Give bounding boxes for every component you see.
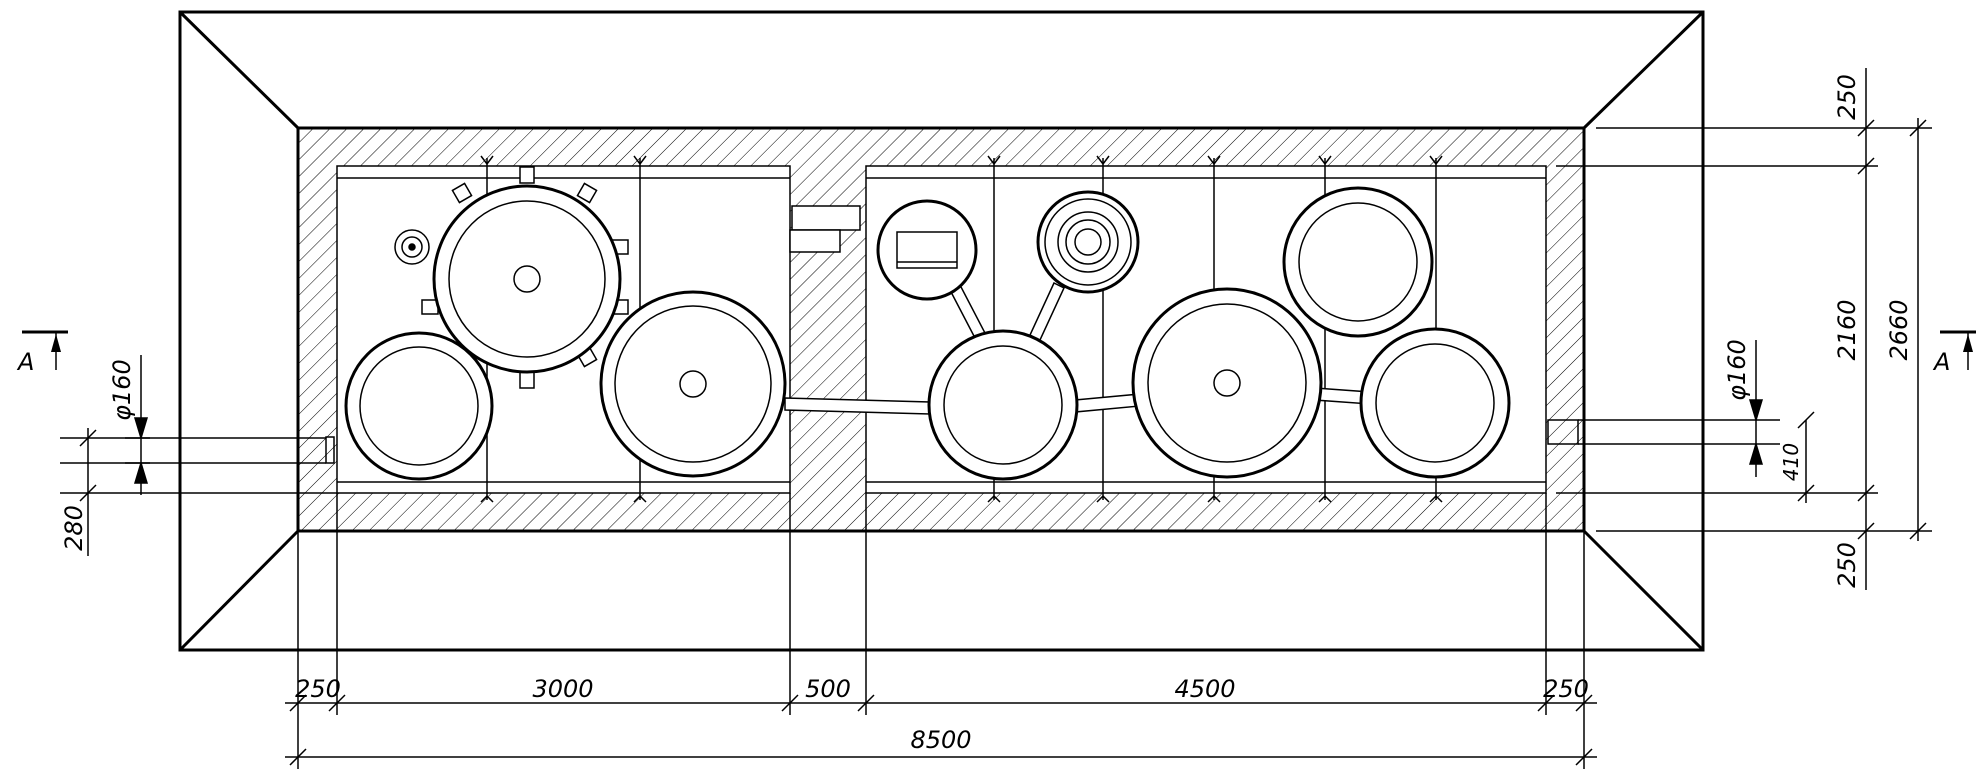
dim-overall-height: 2660 <box>1885 299 1913 360</box>
section-mark-left: A <box>16 330 68 376</box>
tank-lower-left <box>344 331 494 481</box>
left-dimensions <box>60 355 337 556</box>
pit-outline <box>178 10 1705 652</box>
rotating-tank <box>421 166 629 389</box>
bottom-dimension-texts: 250 3000 500 4500 250 8500 <box>295 675 1589 754</box>
small-device <box>394 229 430 265</box>
left-dimension-texts: φ160 280 <box>60 359 136 551</box>
section-label-right: A <box>1932 348 1950 376</box>
dim-chamber-right: 4500 <box>1174 675 1235 703</box>
dim-inner-height: 2160 <box>1833 299 1861 360</box>
chamber-rails <box>337 177 1546 483</box>
tank-right-2 <box>1131 287 1323 479</box>
bottom-dimensions <box>285 493 1597 769</box>
tank-right-4 <box>1359 327 1511 479</box>
dim-pipe-diameter-right: φ160 <box>1723 339 1751 401</box>
dim-wall-right: 250 <box>1543 675 1589 703</box>
dim-wall-left: 250 <box>295 675 341 703</box>
section-label-left: A <box>16 348 34 376</box>
right-dimensions <box>1556 68 1932 590</box>
connectors <box>948 281 1371 413</box>
dim-pipe-offset-right: 410 <box>1779 443 1803 481</box>
dim-wall-top: 250 <box>1833 74 1861 120</box>
right-dimension-texts: 250 2160 2660 250 φ160 410 <box>1723 74 1913 588</box>
section-mark-right: A <box>1932 330 1976 376</box>
pipe-penetrations <box>125 419 1780 464</box>
dim-partition: 500 <box>805 675 851 703</box>
dim-wall-bottom: 250 <box>1833 542 1861 588</box>
dim-pipe-offset-left: 280 <box>60 505 88 551</box>
partition-pipe <box>784 205 931 415</box>
control-cabinet <box>876 199 978 301</box>
tank-large-left <box>599 290 787 478</box>
concentric-tank <box>1036 190 1140 294</box>
dim-pipe-diameter-left: φ160 <box>108 359 136 421</box>
tank-right-1 <box>927 329 1079 481</box>
right-chamber-equipment <box>876 186 1511 481</box>
dim-overall-length: 8500 <box>910 726 971 754</box>
tank-right-3 <box>1282 186 1434 338</box>
left-chamber-equipment <box>344 166 787 481</box>
dim-chamber-left: 3000 <box>532 675 593 703</box>
